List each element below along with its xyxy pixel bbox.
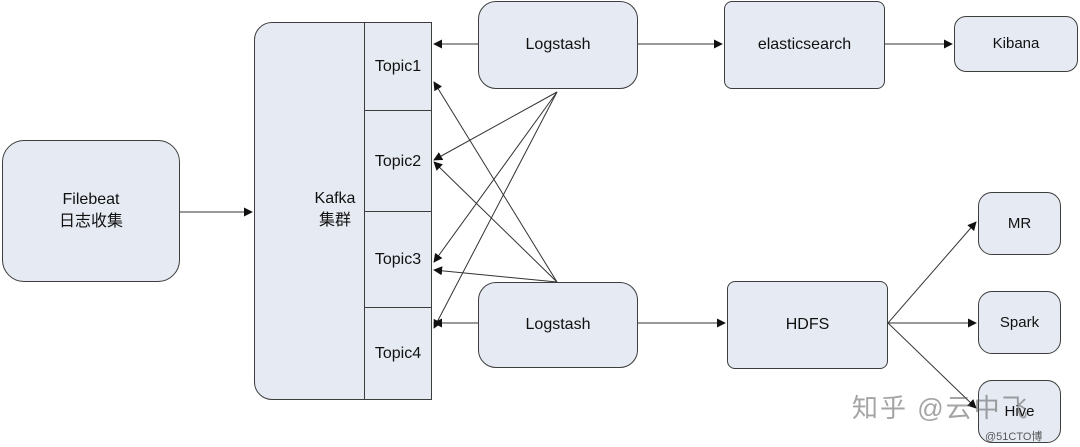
mr-label: MR [1007,214,1032,232]
mr-node: MR [978,192,1061,255]
cto-watermark: @51CTO博 [985,431,1043,443]
edge-hdfs-mr [887,221,977,324]
hdfs-node: HDFS [727,281,888,369]
logstash-top-node: Logstash [478,1,638,89]
spark-node: Spark [978,291,1061,354]
edge-logstash-bottom-topic3 [433,266,558,283]
logstash-bottom-node: Logstash [478,282,638,368]
edge-logstash-top-topic3 [433,91,558,263]
hive-label: Hive [1004,402,1035,420]
kibana-node: Kibana [954,16,1078,72]
topic3-box: Topic3 [364,211,432,309]
elasticsearch-label: elasticsearch [757,36,852,53]
topic2-label: Topic2 [374,152,422,170]
logstash-bottom-label: Logstash [525,316,591,333]
filebeat-title: Filebeat [62,191,120,208]
topic1-box: Topic1 [364,22,432,112]
hive-node: Hive [978,380,1061,443]
edge-logstash-top-topic4 [433,91,558,329]
kibana-label: Kibana [992,35,1040,52]
kafka-cluster-label: Kafka 集群 [300,188,370,232]
kafka-subtitle: 集群 [318,212,351,229]
edge-logstash-top-topic2 [433,91,558,161]
topic4-box: Topic4 [364,307,432,400]
spark-label: Spark [999,313,1040,331]
topic1-label: Topic1 [374,58,422,75]
zhihu-watermark: 知乎 @云中飞 [852,393,1030,423]
edge-logstash-bottom-topic1 [433,81,558,283]
elasticsearch-node: elasticsearch [724,1,885,89]
topic4-label: Topic4 [374,344,422,362]
logstash-top-label: Logstash [525,36,591,53]
topic2-box: Topic2 [364,110,432,213]
filebeat-subtitle: 日志收集 [58,213,123,230]
hdfs-label: HDFS [785,316,830,333]
edge-hdfs-hive [887,322,977,409]
topic3-label: Topic3 [374,251,422,268]
filebeat-node: Filebeat 日志收集 [2,140,180,282]
kafka-title: Kafka [314,190,356,207]
edge-logstash-bottom-topic2 [433,161,558,283]
